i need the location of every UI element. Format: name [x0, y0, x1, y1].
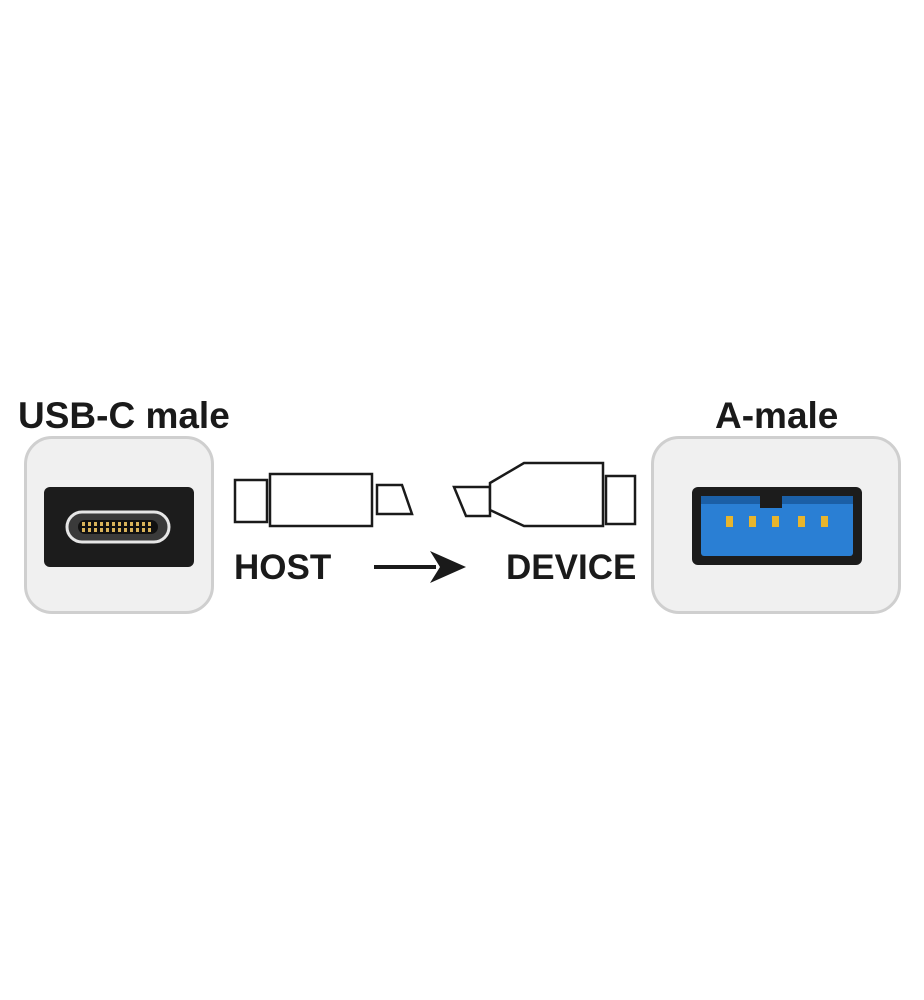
host-label: HOST	[234, 548, 332, 587]
usb-c-port-icon	[44, 487, 194, 567]
a-male-title: A-male	[715, 395, 839, 436]
usb-c-male-title: USB-C male	[18, 395, 230, 436]
device-label: DEVICE	[506, 548, 637, 587]
device-plug-outline-icon	[452, 461, 637, 528]
host-plug-outline-icon	[233, 472, 414, 528]
usb-a-port-icon	[692, 487, 862, 565]
right-arrow-icon	[374, 551, 466, 583]
